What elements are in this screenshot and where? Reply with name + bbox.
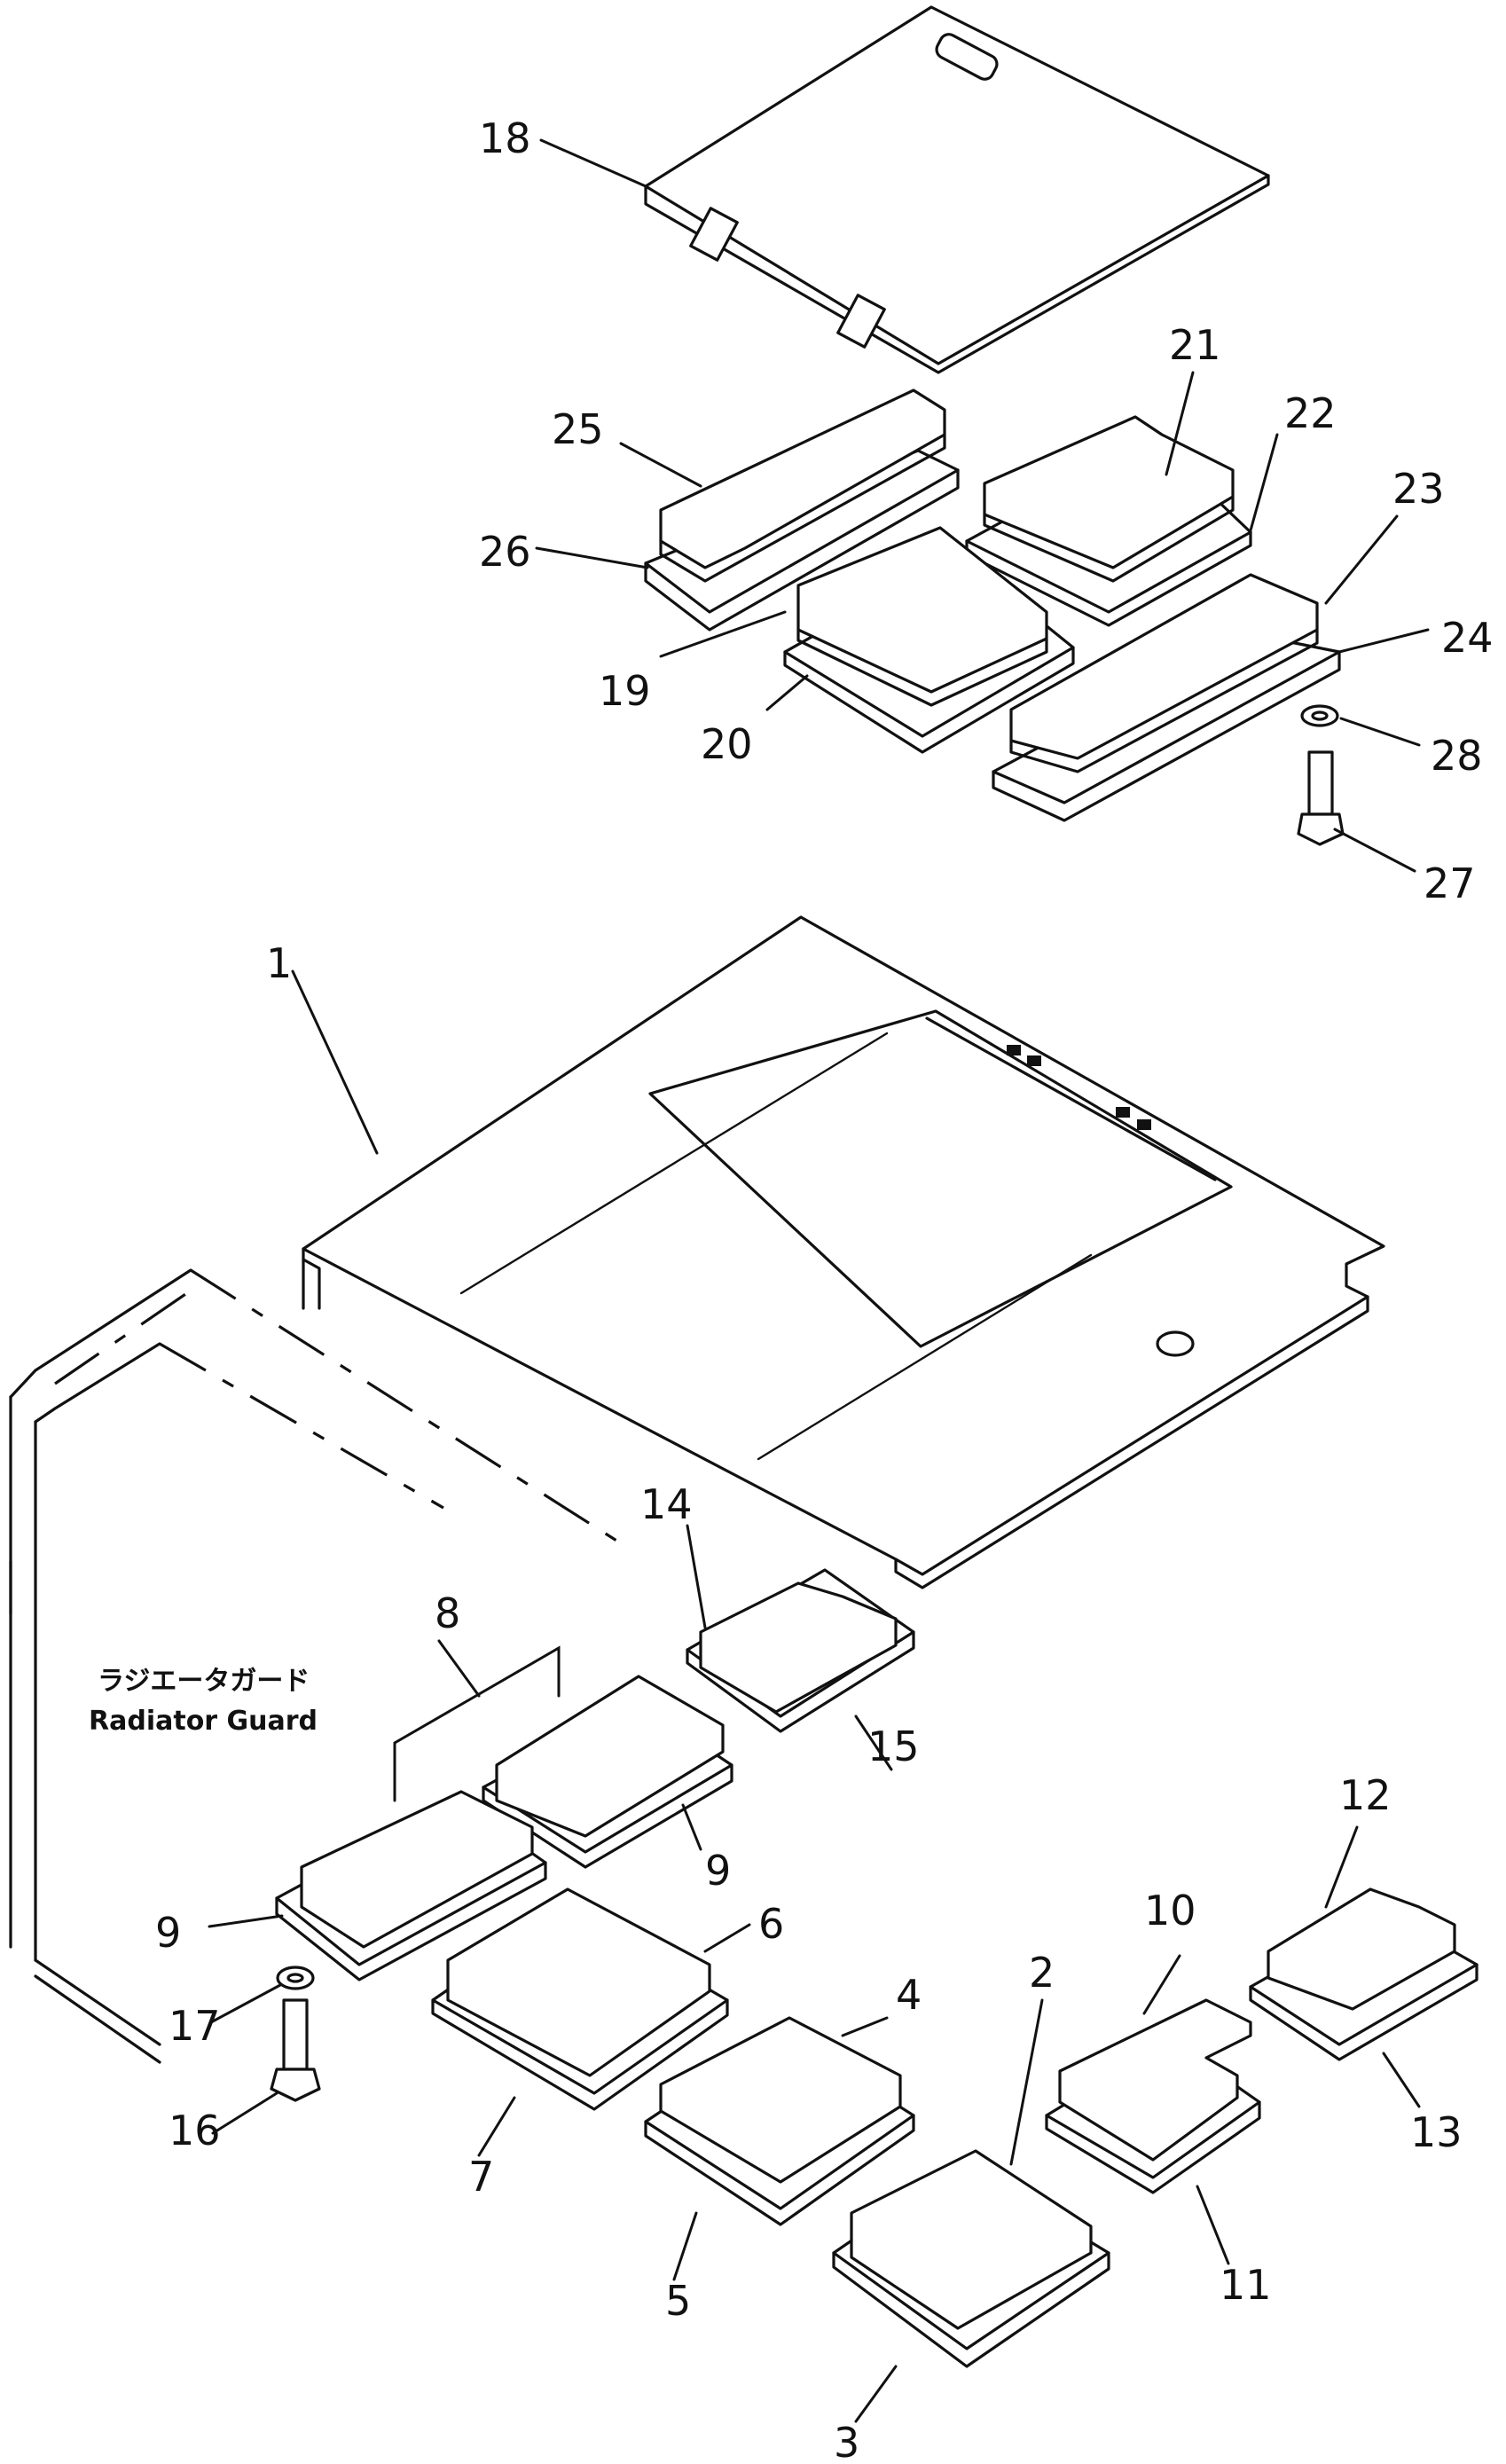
- part-numbers: 18 25 26 19 20 21 22 23 24 28 27 1 14 8 …: [155, 114, 1494, 2464]
- label-23: 23: [1392, 465, 1445, 513]
- pad-9-left-top: [300, 1790, 534, 1949]
- label-16: 16: [169, 2107, 221, 2154]
- label-5: 5: [665, 2277, 691, 2325]
- bracket-8: [393, 1645, 561, 1802]
- washer-28: [1300, 704, 1339, 727]
- label-10: 10: [1144, 1887, 1196, 1934]
- label-7-part: 7: [468, 2153, 494, 2201]
- label-9-right: 9: [705, 1847, 731, 1895]
- pad-19: [796, 526, 1048, 707]
- radiator-guard-frame: [9, 1268, 622, 2064]
- label-4: 4: [896, 1971, 922, 2019]
- bolt-16: [270, 1998, 321, 2102]
- label-13: 13: [1410, 2108, 1463, 2156]
- part-18-cover: [644, 5, 1270, 374]
- label-20: 20: [701, 720, 753, 768]
- label-19: 19: [599, 667, 651, 715]
- label-3: 3: [834, 2419, 859, 2464]
- label-8: 8: [435, 1589, 460, 1637]
- label-22: 22: [1284, 389, 1337, 437]
- part-1-floor-plate: [302, 915, 1385, 1589]
- label-27: 27: [1424, 859, 1476, 907]
- label-1: 1: [266, 939, 292, 987]
- label-26: 26: [479, 528, 531, 576]
- label-11: 11: [1220, 2261, 1272, 2309]
- radiator-guard-note-en: Radiator Guard: [89, 1706, 318, 1737]
- label-25: 25: [552, 405, 604, 453]
- label-21: 21: [1169, 321, 1221, 369]
- pad-23: [1009, 573, 1319, 773]
- pad-9-right-top: [495, 1675, 725, 1838]
- label-2: 2: [1029, 1949, 1055, 1997]
- label-18: 18: [479, 114, 531, 162]
- label-14: 14: [640, 1480, 693, 1528]
- label-28: 28: [1431, 732, 1483, 780]
- pad-14: [699, 1581, 898, 1714]
- radiator-guard-note-jp: ラジエータガード: [98, 1666, 310, 1697]
- washer-17: [276, 1966, 315, 1990]
- label-17: 17: [169, 2002, 221, 2050]
- pad-25: [659, 388, 946, 583]
- pad-12: [1267, 1887, 1456, 2011]
- label-12: 12: [1339, 1771, 1392, 1819]
- label-24: 24: [1441, 614, 1494, 662]
- pad-10: [1058, 1998, 1252, 2162]
- label-9-left: 9: [155, 1909, 181, 1957]
- pad-4: [659, 2016, 902, 2184]
- label-6: 6: [758, 1900, 784, 1948]
- label-15: 15: [867, 1722, 920, 1770]
- pad-2: [850, 2149, 1093, 2330]
- leader-lines: [208, 138, 1430, 2423]
- bolt-27: [1297, 750, 1345, 846]
- pad-6: [446, 1887, 711, 2077]
